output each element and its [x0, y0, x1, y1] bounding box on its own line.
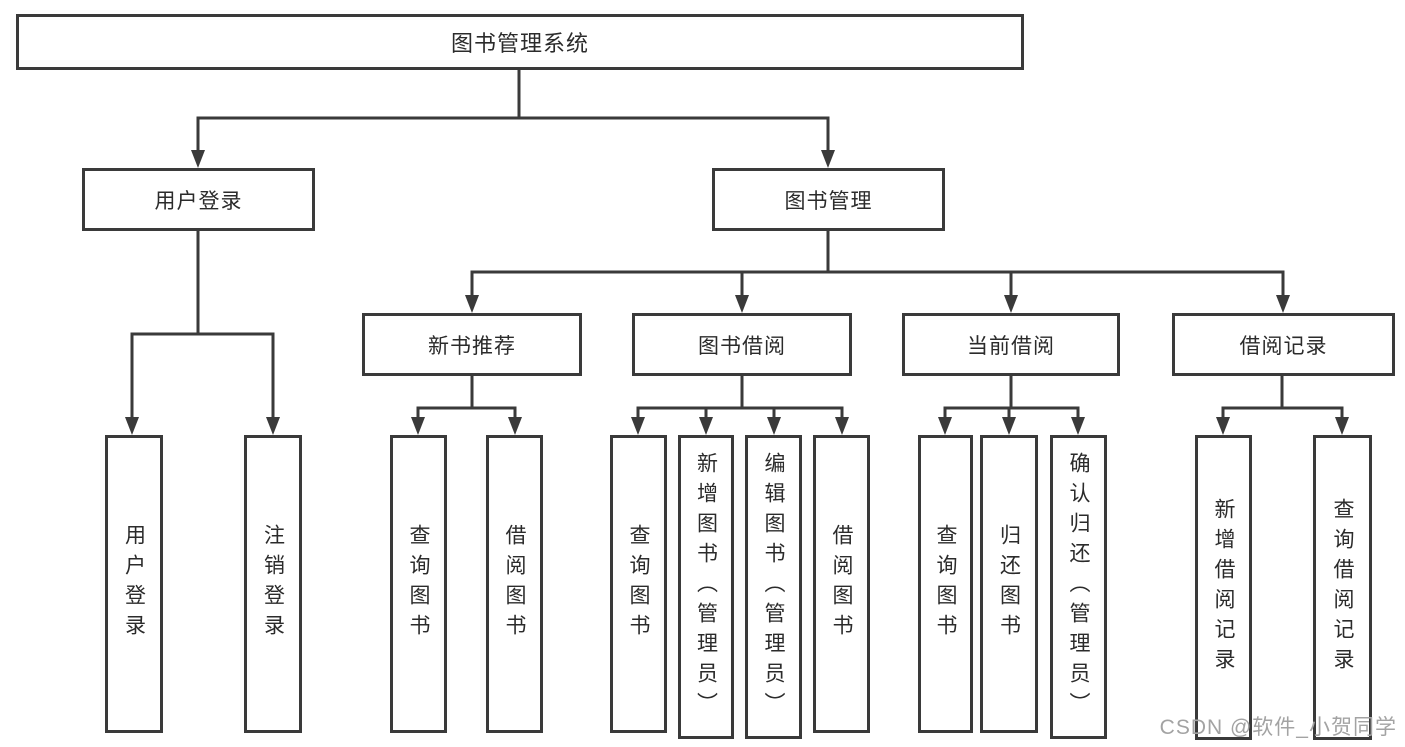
node-library-management-system: 图书管理系统	[16, 14, 1024, 70]
leaf-borrow-books-borrowing: 借阅图书	[813, 435, 870, 733]
node-user-login: 用户登录	[82, 168, 315, 231]
node-borrowing-records: 借阅记录	[1172, 313, 1395, 376]
leaf-label: 注销登录	[261, 524, 285, 644]
node-label: 图书管理系统	[450, 31, 589, 56]
leaf-label: 借阅图书	[503, 524, 526, 644]
leaf-label: 查询借阅记录	[1331, 497, 1354, 678]
leaf-logout: 注销登录	[244, 435, 302, 733]
leaf-label: 确认归还（管理员）	[1067, 452, 1090, 722]
leaf-label: 新增图书（管理员）	[694, 452, 718, 722]
node-label: 当前借阅	[967, 334, 1055, 358]
leaf-query-books-current: 查询图书	[918, 435, 973, 733]
leaf-label: 新增借阅记录	[1212, 497, 1235, 678]
node-current-borrowing: 当前借阅	[902, 313, 1120, 376]
leaf-label: 编辑图书（管理员）	[762, 452, 785, 722]
node-book-management: 图书管理	[712, 168, 945, 231]
leaf-label: 查询图书	[627, 524, 650, 644]
node-new-book-recommend: 新书推荐	[362, 313, 582, 376]
leaf-query-books-borrowing: 查询图书	[610, 435, 667, 733]
node-label: 用户登录	[154, 189, 243, 213]
csdn-watermark: CSDN @软件_小贺同学	[1159, 716, 1397, 739]
node-label: 新书推荐	[428, 334, 516, 358]
leaf-confirm-return-admin: 确认归还（管理员）	[1050, 435, 1107, 739]
leaf-query-books-recommend: 查询图书	[390, 435, 447, 733]
leaf-add-borrow-record: 新增借阅记录	[1195, 435, 1252, 740]
leaf-edit-book-admin: 编辑图书（管理员）	[745, 435, 802, 739]
leaf-label: 查询图书	[934, 524, 957, 644]
node-label: 借阅记录	[1239, 334, 1328, 358]
leaf-return-book: 归还图书	[980, 435, 1038, 733]
leaf-add-book-admin: 新增图书（管理员）	[678, 435, 734, 739]
leaf-user-login: 用户登录	[105, 435, 163, 733]
node-label: 图书管理	[784, 189, 873, 213]
leaf-borrow-books-recommend: 借阅图书	[486, 435, 543, 733]
leaf-query-borrow-record: 查询借阅记录	[1313, 435, 1372, 740]
leaf-label: 借阅图书	[830, 524, 853, 644]
node-label: 图书借阅	[698, 334, 786, 358]
node-book-borrowing: 图书借阅	[632, 313, 852, 376]
leaf-label: 查询图书	[407, 524, 430, 644]
leaf-label: 归还图书	[997, 524, 1021, 644]
leaf-label: 用户登录	[122, 524, 146, 644]
